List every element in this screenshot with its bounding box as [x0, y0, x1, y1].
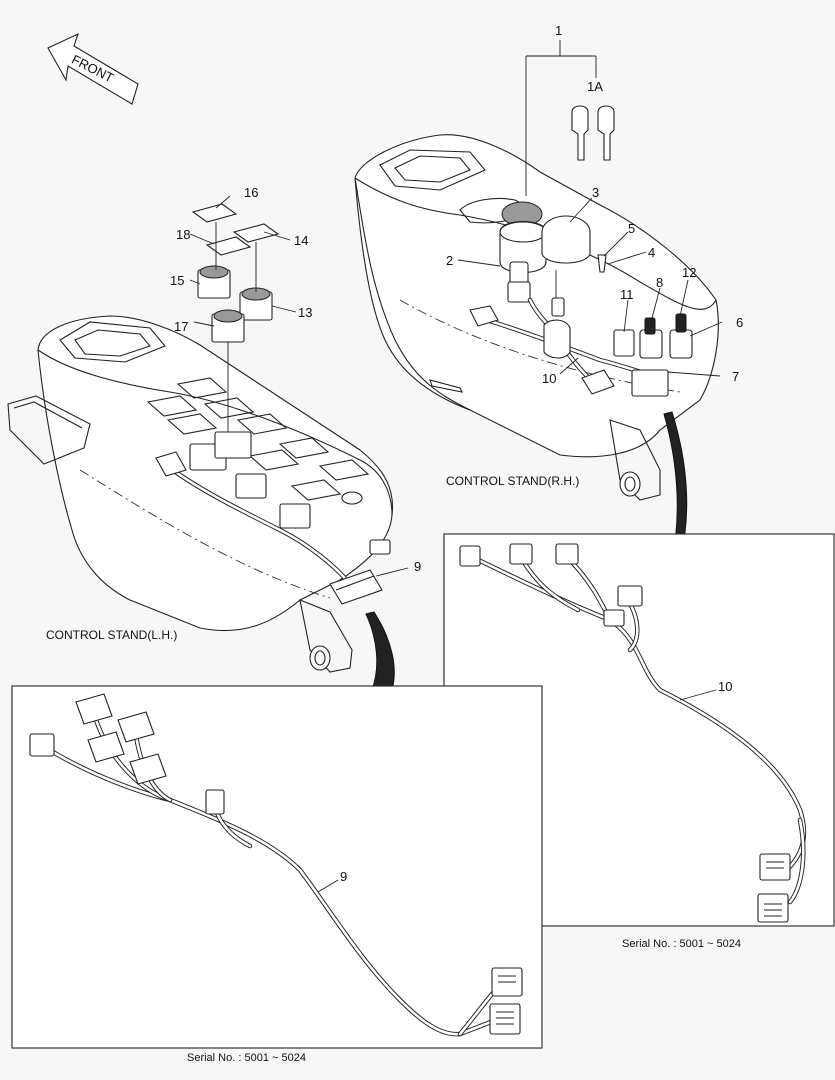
callout-6: 6 [736, 315, 744, 330]
control-stand-lh [7, 315, 394, 673]
serial-note-lh: Serial No. : 5001 ~ 5024 [187, 1052, 306, 1064]
callout-17: 17 [174, 319, 189, 334]
harness-9-detail [29, 693, 523, 1037]
callout-1a: 1A [587, 79, 603, 94]
callout-11: 11 [620, 287, 634, 302]
key-icon [571, 105, 615, 161]
callout-18: 18 [176, 227, 191, 242]
callout-14: 14 [294, 233, 309, 248]
callout-10: 10 [542, 371, 557, 386]
callout-9-detail: 9 [340, 869, 348, 884]
callout-8: 8 [656, 275, 664, 290]
callout-15: 15 [170, 273, 185, 288]
front-arrow-icon [47, 32, 139, 105]
callout-5: 5 [628, 221, 636, 236]
callout-4: 4 [648, 245, 656, 260]
callout-1: 1 [555, 23, 563, 38]
callout-16: 16 [244, 185, 259, 200]
leader-lines [189, 40, 723, 893]
callout-3: 3 [592, 185, 600, 200]
callout-10-detail: 10 [718, 679, 733, 694]
caption-control-stand-rh: CONTROL STAND(R.H.) [446, 474, 580, 488]
callout-12: 12 [682, 265, 697, 280]
callout-2: 2 [446, 253, 454, 268]
control-stand-rh [354, 134, 719, 501]
caption-control-stand-lh: CONTROL STAND(L.H.) [46, 628, 178, 642]
callout-7: 7 [732, 369, 740, 384]
switch-stack [191, 203, 280, 432]
callout-9: 9 [414, 559, 422, 574]
serial-note-rh: Serial No. : 5001 ~ 5024 [622, 938, 741, 950]
callout-13: 13 [298, 305, 313, 320]
harness-10-detail [459, 543, 807, 923]
